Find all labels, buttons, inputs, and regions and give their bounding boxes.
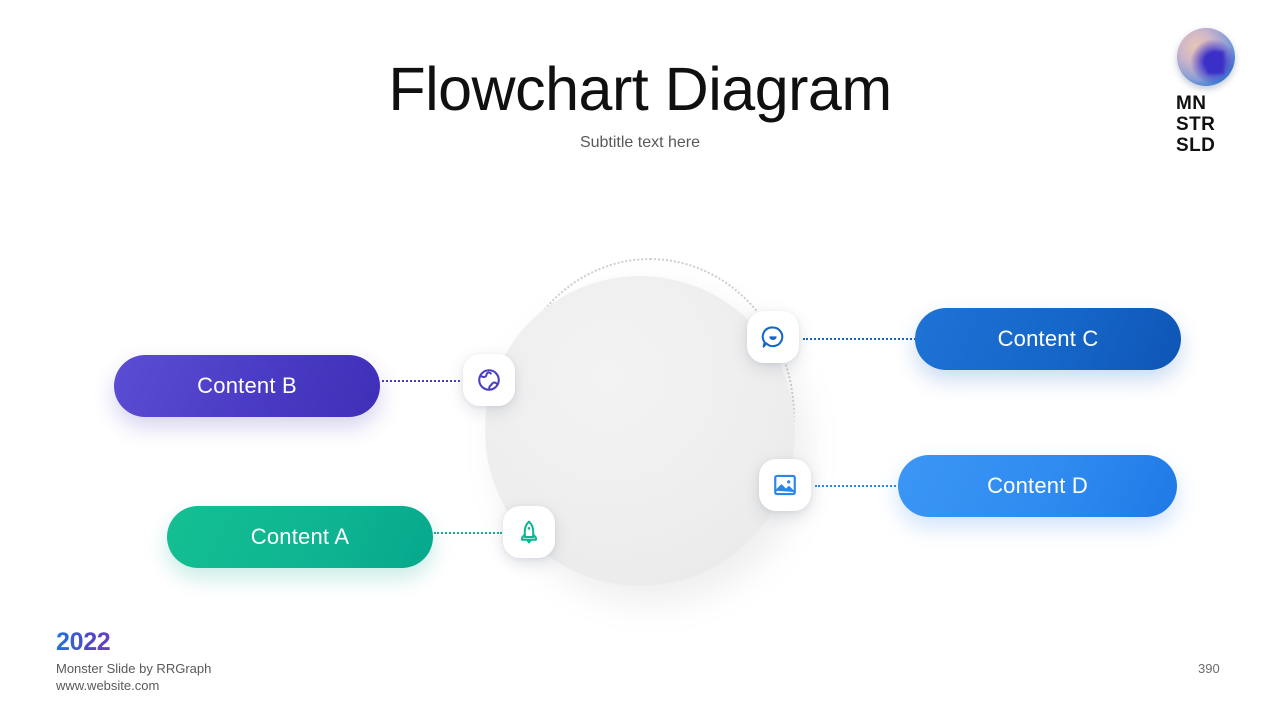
node-label-content-b: Content B <box>197 373 297 398</box>
page-title: Flowchart Diagram <box>388 55 892 123</box>
node-button-content-c[interactable]: Content C <box>915 308 1181 370</box>
node-label-content-d: Content D <box>987 473 1088 498</box>
footer-credit: Monster Slide by RRGraph <box>56 661 212 676</box>
logo-line-1: MN <box>1176 93 1207 114</box>
globe-icon-badge[interactable] <box>463 354 515 406</box>
image-icon-badge[interactable] <box>759 459 811 511</box>
page-subtitle: Subtitle text here <box>579 134 701 151</box>
page-number: 390 <box>1198 661 1220 676</box>
brand-logo: MN STR SLD <box>1172 22 1280 162</box>
connector-line-content-b <box>382 380 460 382</box>
rocket-icon <box>516 519 542 545</box>
node-button-content-b[interactable]: Content B <box>114 355 380 417</box>
node-label-content-c: Content C <box>997 326 1099 351</box>
image-icon <box>772 472 798 498</box>
footer-website: www.website.com <box>56 678 160 693</box>
node-label-content-a: Content A <box>250 524 350 549</box>
footer-year: 2022 <box>56 628 111 656</box>
logo-line-3: SLD <box>1176 135 1216 156</box>
rocket-icon-badge[interactable] <box>503 506 555 558</box>
globe-icon <box>476 367 502 393</box>
node-button-content-a[interactable]: Content A <box>167 506 433 568</box>
connector-line-content-d <box>815 485 903 487</box>
chat-smile-icon-badge[interactable] <box>747 311 799 363</box>
sphere-icon <box>1177 28 1235 86</box>
chat-smile-icon <box>760 324 786 350</box>
logo-line-2: STR <box>1176 114 1216 135</box>
connector-line-content-c <box>803 338 919 340</box>
node-button-content-d[interactable]: Content D <box>898 455 1177 517</box>
connector-line-content-a <box>434 532 502 534</box>
